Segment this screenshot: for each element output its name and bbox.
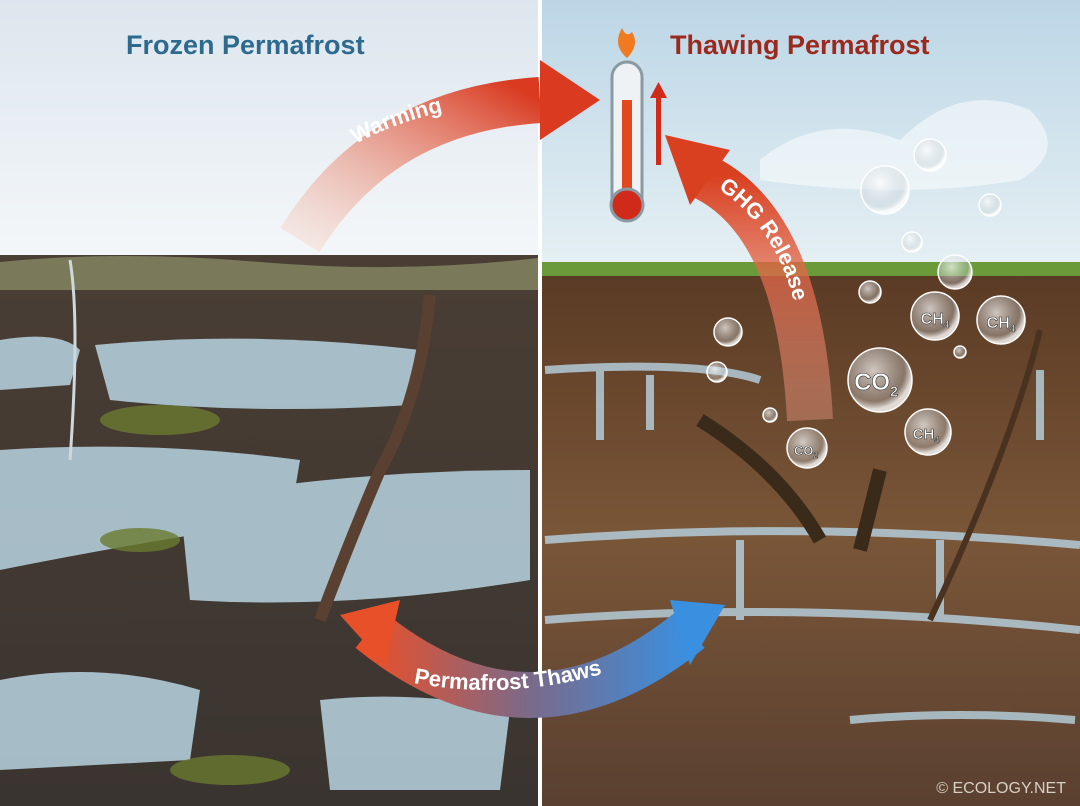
gas-label-co2: CO2 [794,443,819,460]
flame-icon [618,28,636,58]
meltwater [544,362,1080,724]
thermometer-icon [609,60,645,223]
panel-divider [538,0,542,806]
thawing-permafrost-title: Thawing Permafrost [670,30,930,60]
gas-label-co2: CO2 [854,369,898,399]
gas-label-ch4: CH4 [921,311,950,331]
frozen-panel [0,0,538,806]
up-arrow-icon [650,82,667,165]
ice-lenses [0,336,530,790]
gas-bubbles [706,138,1026,469]
gas-label-ch4: CH4 [987,315,1016,335]
cloud [760,100,1048,190]
permafrost-thaws-arrow: Permafrost Thaws [340,600,725,718]
gas-label-ch4: CH4 [913,426,940,445]
watermark: © ECOLOGY.NET [936,780,1066,797]
frozen-permafrost-title: Frozen Permafrost [126,30,365,60]
